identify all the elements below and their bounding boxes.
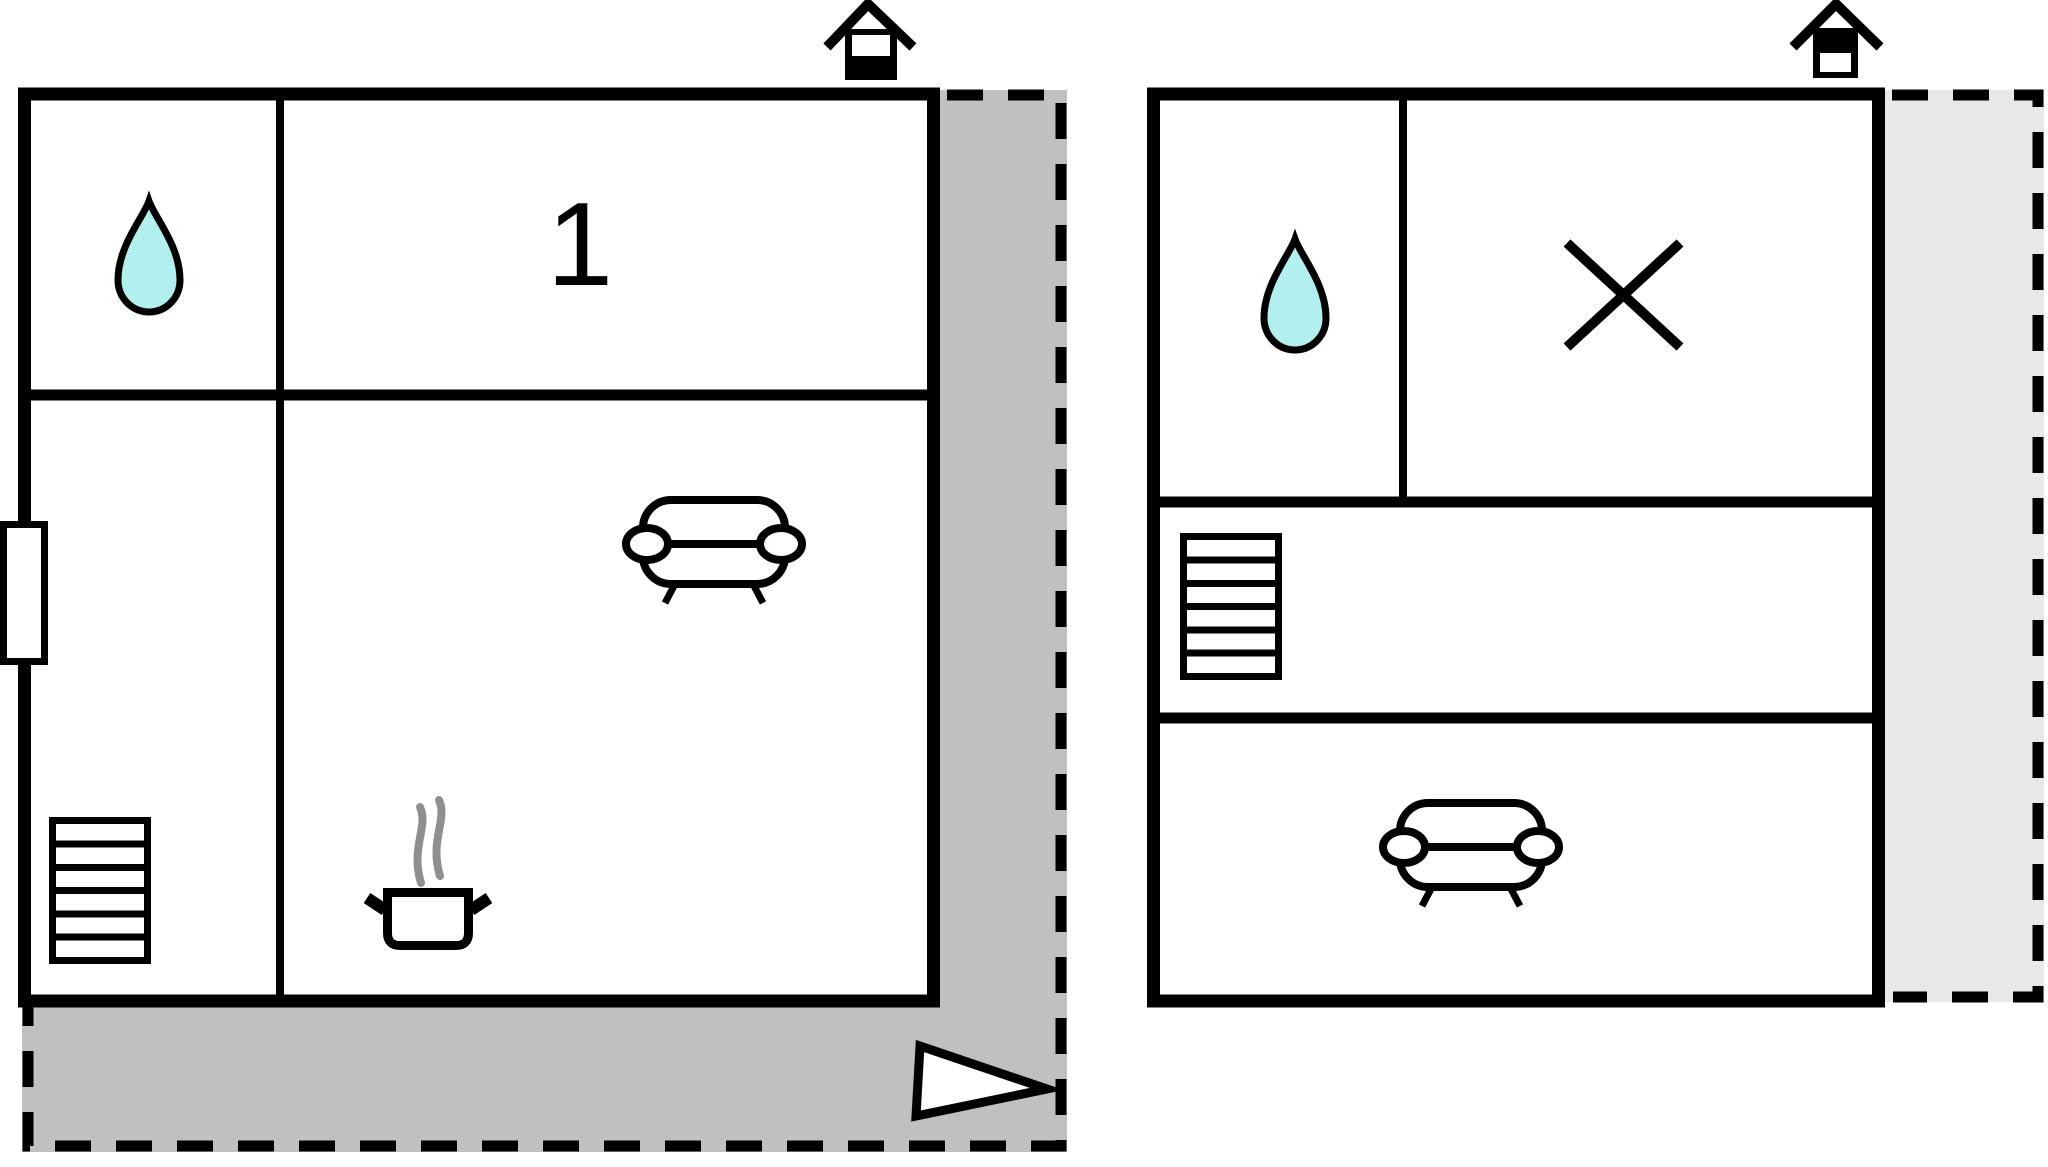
terrace-dashed-border xyxy=(22,89,1067,1152)
stairs-icon xyxy=(1184,537,1279,677)
bedroom-number-label: 1 xyxy=(547,178,613,311)
chimney-icon xyxy=(1789,0,1884,78)
steam-line xyxy=(413,803,427,887)
interior-walls xyxy=(1153,94,1878,724)
stairs-icon xyxy=(53,821,148,961)
interior-walls xyxy=(24,94,933,1001)
terrace-area xyxy=(22,90,1067,1152)
steam-line xyxy=(432,796,446,880)
left-floor-plan: 1 xyxy=(0,0,1067,1152)
window xyxy=(0,521,48,665)
entrance-arrow-icon xyxy=(911,1039,1065,1122)
terrace-area xyxy=(1881,90,2044,1002)
terrace-dashed-border xyxy=(1892,89,2044,1003)
cooking-pot-icon xyxy=(363,796,493,950)
right-floor-plan xyxy=(1147,0,2044,1008)
chimney-icon xyxy=(823,0,917,80)
x-mark-icon xyxy=(1563,239,1684,351)
